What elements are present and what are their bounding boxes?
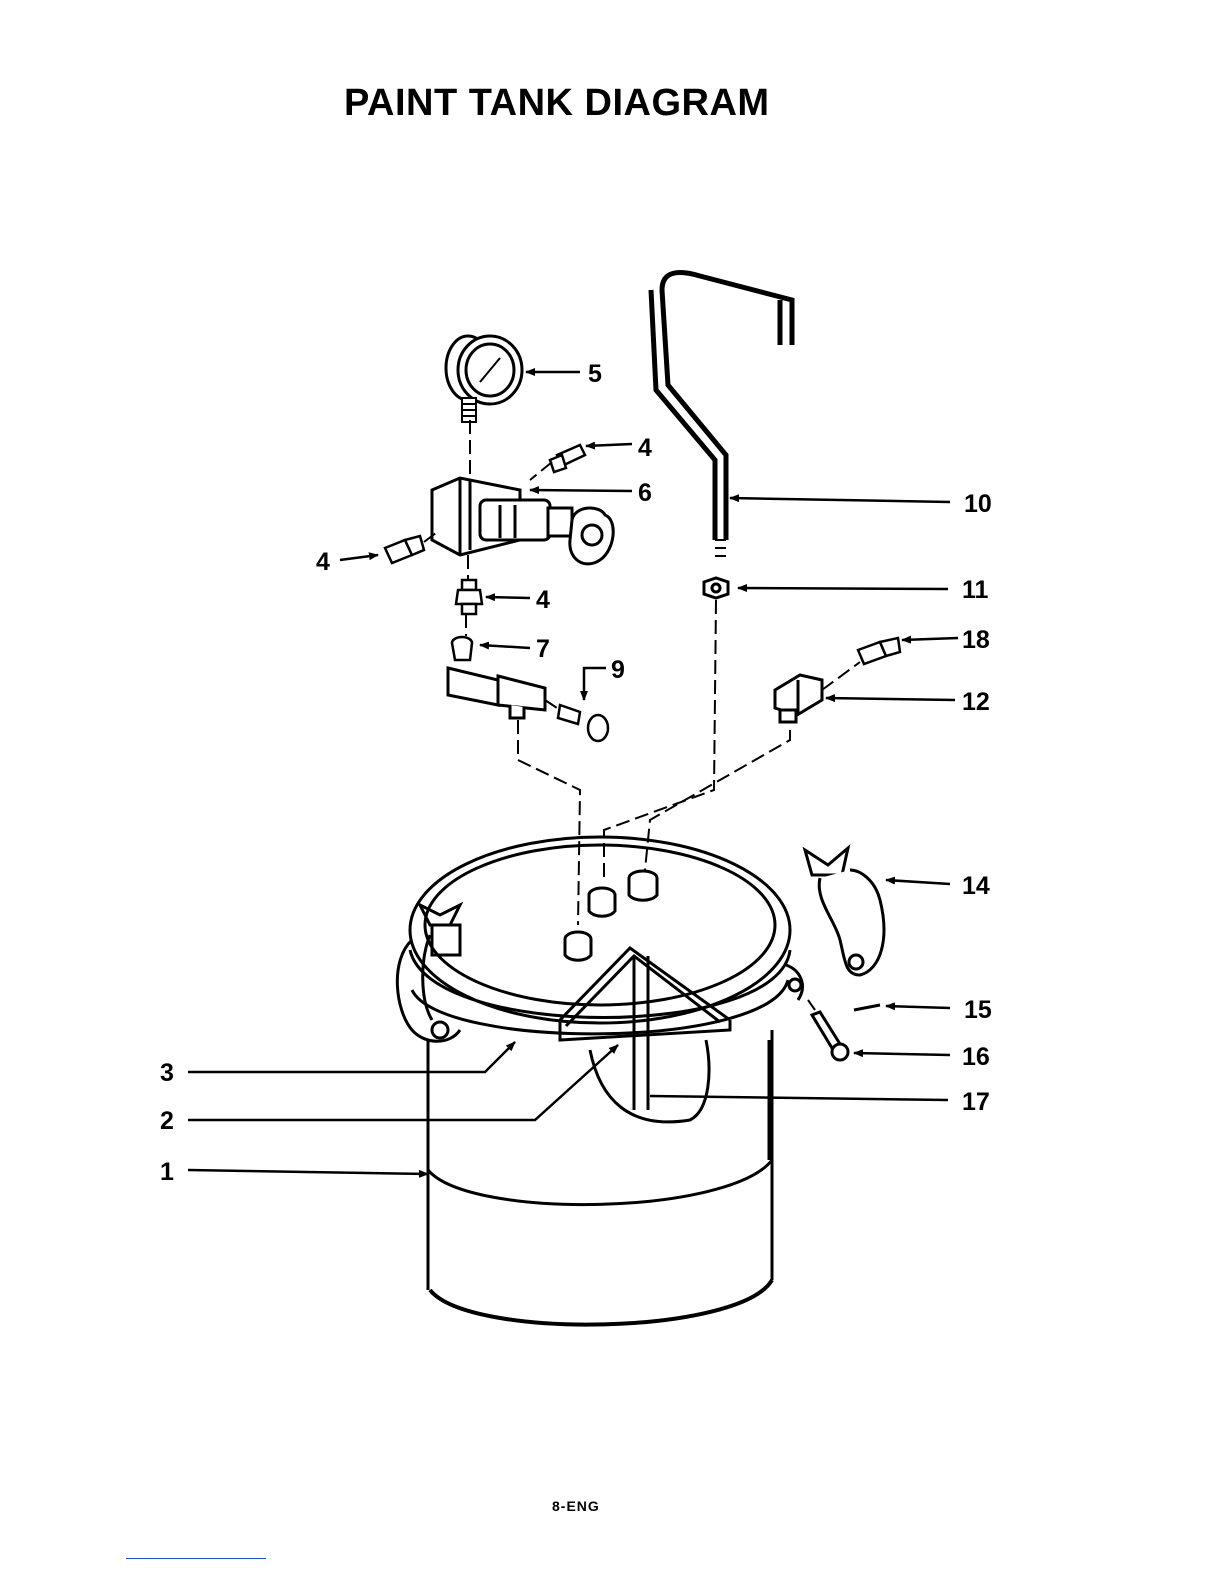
pin-15 (854, 1005, 880, 1010)
callout-12: 12 (962, 688, 990, 716)
callout-5: 5 (588, 360, 602, 388)
clamp-right-stub (786, 965, 802, 1000)
callout-4-left: 4 (316, 548, 330, 576)
callout-7: 7 (536, 635, 550, 663)
manifold-tee (448, 668, 545, 718)
page-number: 8-ENG (552, 1498, 600, 1514)
footer-rule (126, 1558, 266, 1559)
callout-18: 18 (962, 626, 990, 654)
fitting-4-lower (456, 580, 482, 614)
bolt-16 (812, 1012, 848, 1060)
callout-15: 15 (964, 996, 992, 1024)
callout-14: 14 (962, 872, 990, 900)
callout-1: 1 (160, 1158, 174, 1186)
callout-4-lower: 4 (536, 586, 550, 614)
fitting-4-left (385, 536, 424, 563)
tank-lid (410, 837, 790, 1034)
callout-16: 16 (962, 1043, 990, 1071)
pick-up-tube (651, 273, 792, 556)
coupling-7 (452, 637, 472, 660)
callout-3: 3 (160, 1059, 174, 1087)
callout-labels: 5 4 6 4 4 7 9 10 11 18 12 14 15 16 17 3 … (160, 360, 992, 1186)
callout-4-upper-right: 4 (638, 434, 652, 462)
nut-11 (704, 578, 728, 598)
callout-17: 17 (962, 1088, 990, 1116)
fitting-18 (858, 638, 900, 664)
elbow-12 (775, 675, 822, 722)
clamp-14 (805, 848, 884, 975)
callout-2: 2 (160, 1107, 174, 1135)
pressure-gauge (446, 336, 522, 422)
callout-11: 11 (962, 576, 989, 604)
valve-9 (558, 705, 608, 741)
callout-10: 10 (964, 490, 992, 518)
tank-body (428, 1030, 772, 1325)
callout-6: 6 (638, 479, 652, 507)
fitting-4-upper-right (550, 445, 585, 472)
callout-9: 9 (611, 656, 625, 684)
clamp-left (397, 905, 460, 1041)
